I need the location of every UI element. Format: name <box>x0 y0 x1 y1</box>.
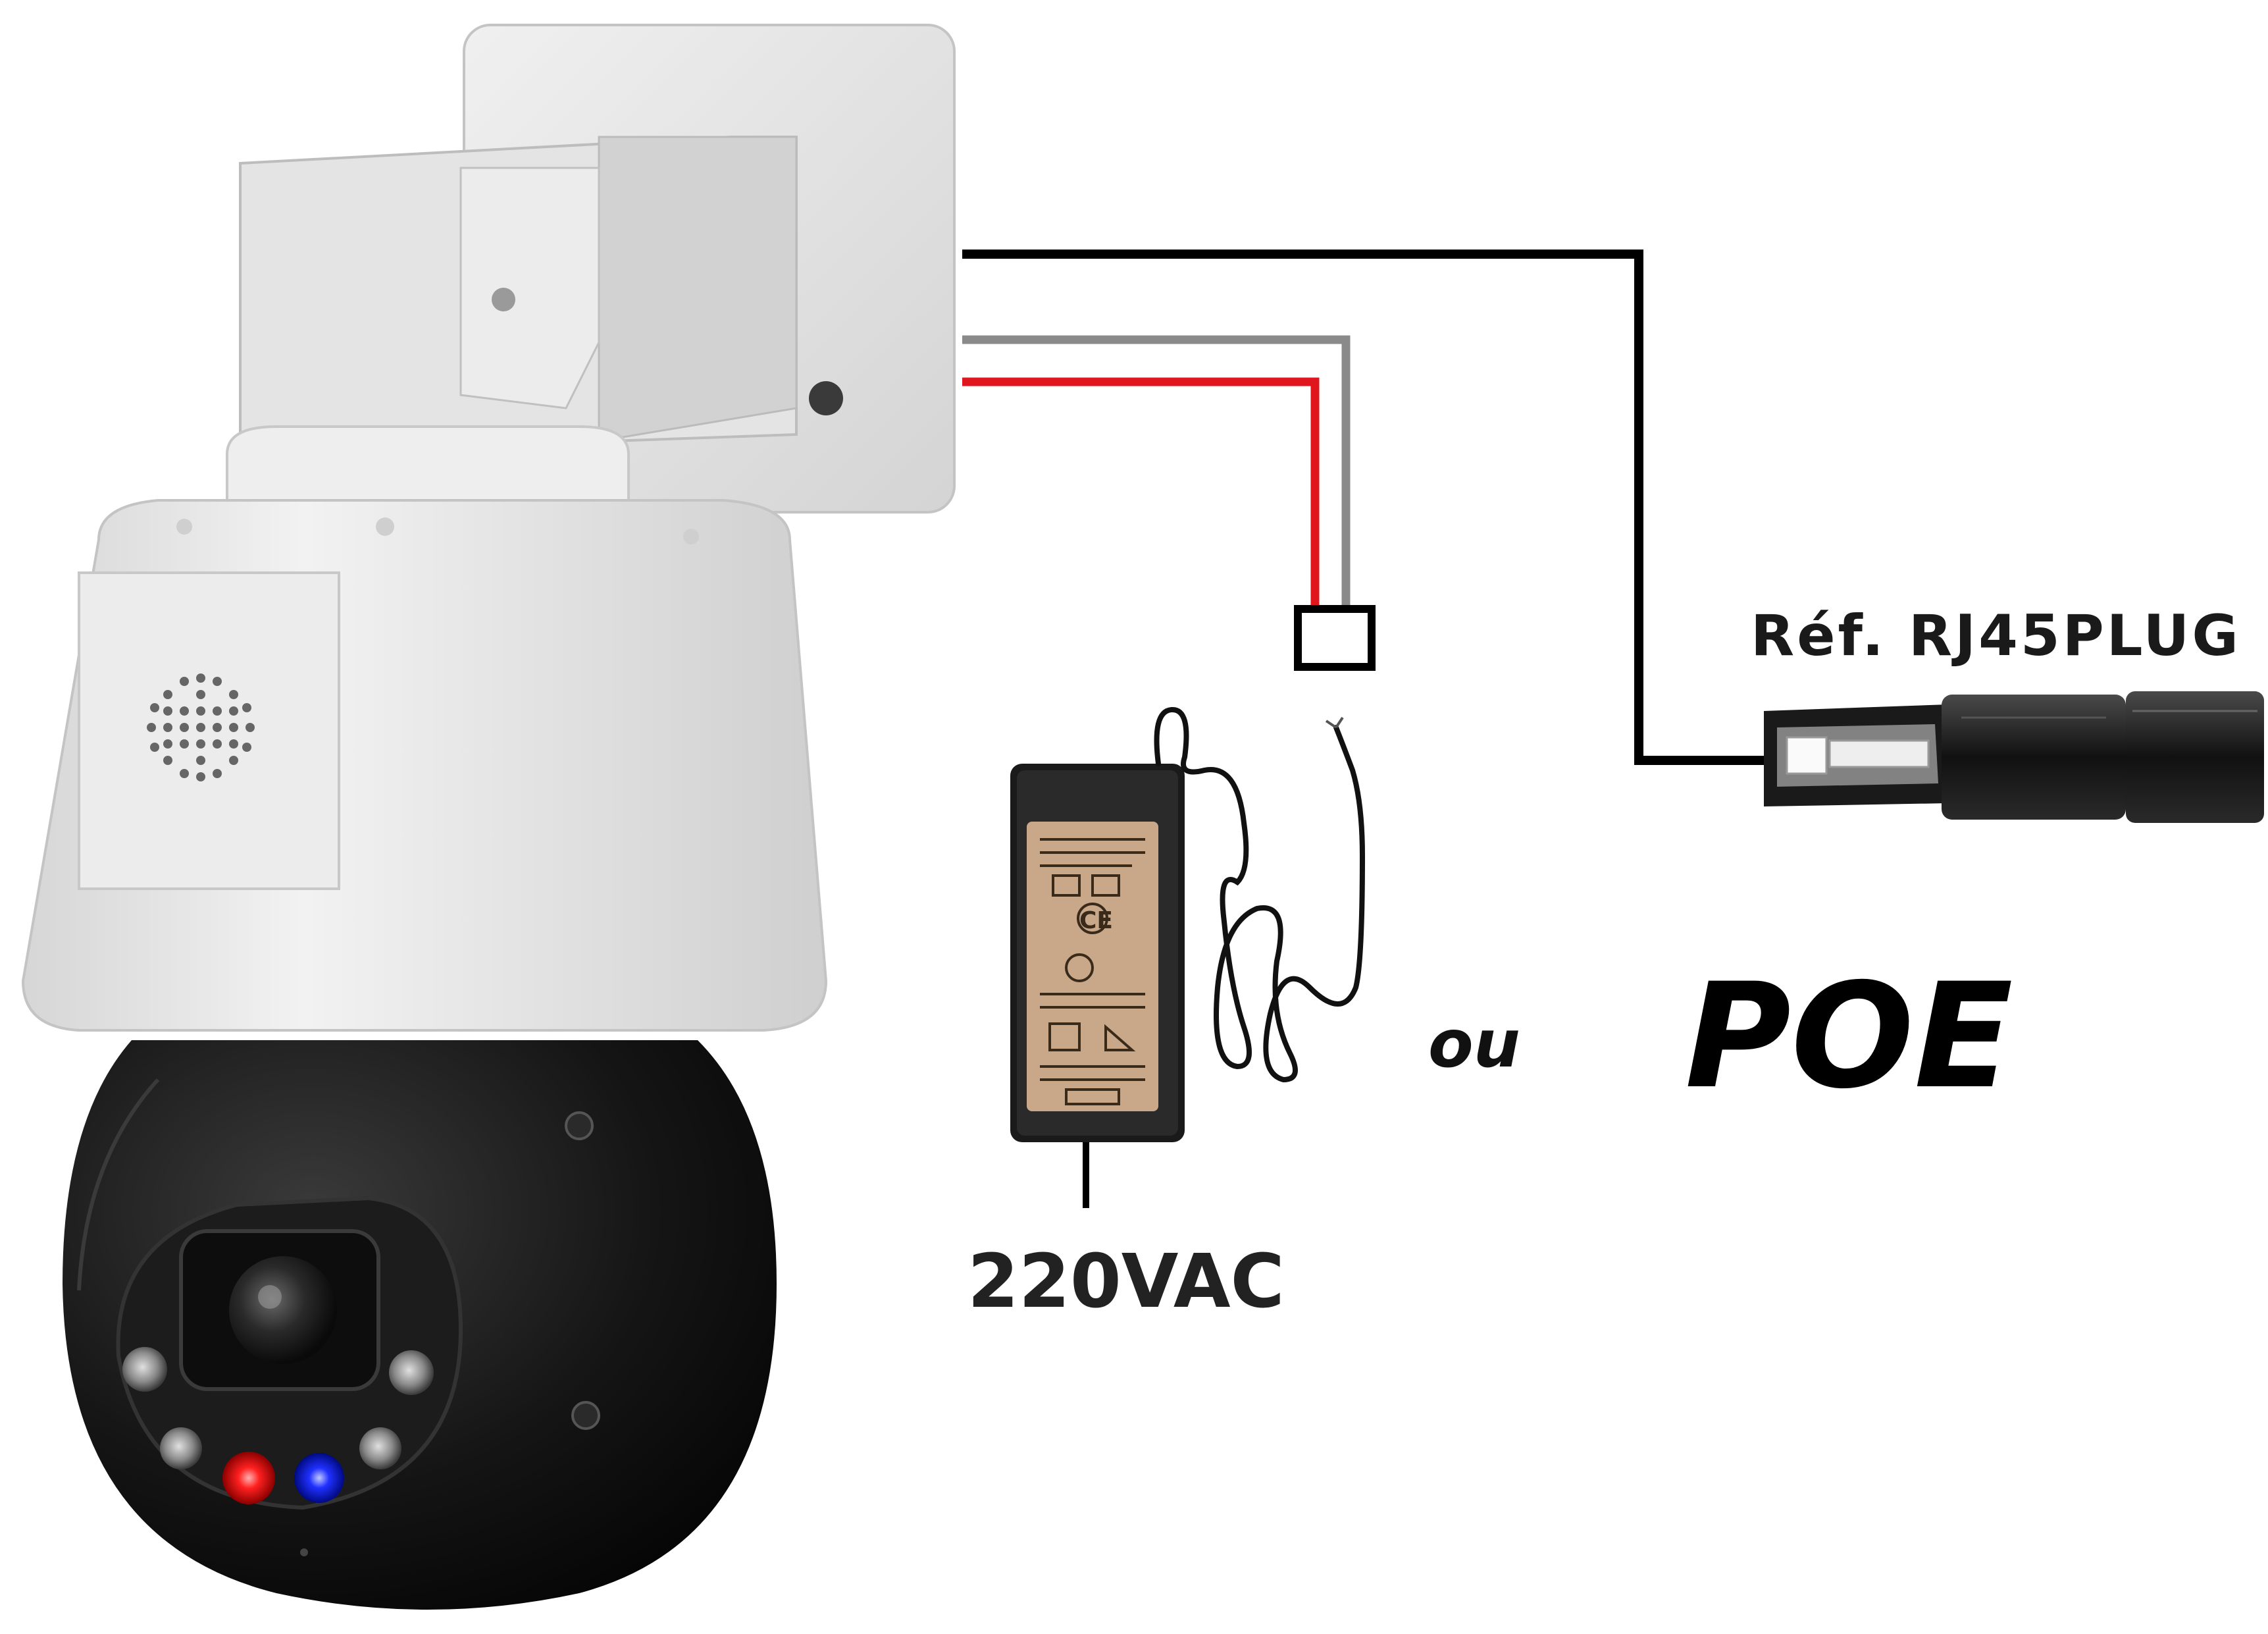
dc-cable <box>1154 707 1366 1083</box>
ptz-camera <box>21 24 956 1610</box>
power-jack <box>1294 605 1376 671</box>
rj45-plug <box>1764 691 2264 823</box>
power-adapter: CE <box>1010 707 1366 1208</box>
voltage-label: 220VAC <box>967 1239 1285 1325</box>
connector-ref-label: Réf. RJ45PLUG <box>1751 603 2241 669</box>
mount-arm <box>239 136 843 456</box>
poe-label: POE <box>1685 952 2013 1120</box>
speaker-panel <box>78 571 340 890</box>
or-label: ou <box>1428 1005 1520 1082</box>
ir-led-left-top <box>122 1347 167 1392</box>
svg-text:CE: CE <box>1079 907 1113 934</box>
wire-black-network <box>962 250 1770 765</box>
camera-dome <box>63 1040 777 1610</box>
camera-neck <box>226 425 630 502</box>
warning-light-red <box>222 1452 275 1504</box>
wire-red <box>962 377 1320 609</box>
ir-led-right-bottom <box>359 1427 401 1469</box>
camera-lens <box>229 1256 337 1364</box>
ir-led-right-top <box>389 1350 434 1395</box>
warning-light-blue <box>294 1453 344 1503</box>
speaker-grille-icon <box>147 673 255 781</box>
ir-led-left-bottom <box>160 1427 202 1469</box>
wires <box>962 250 1770 765</box>
wire-grey <box>962 335 1351 609</box>
